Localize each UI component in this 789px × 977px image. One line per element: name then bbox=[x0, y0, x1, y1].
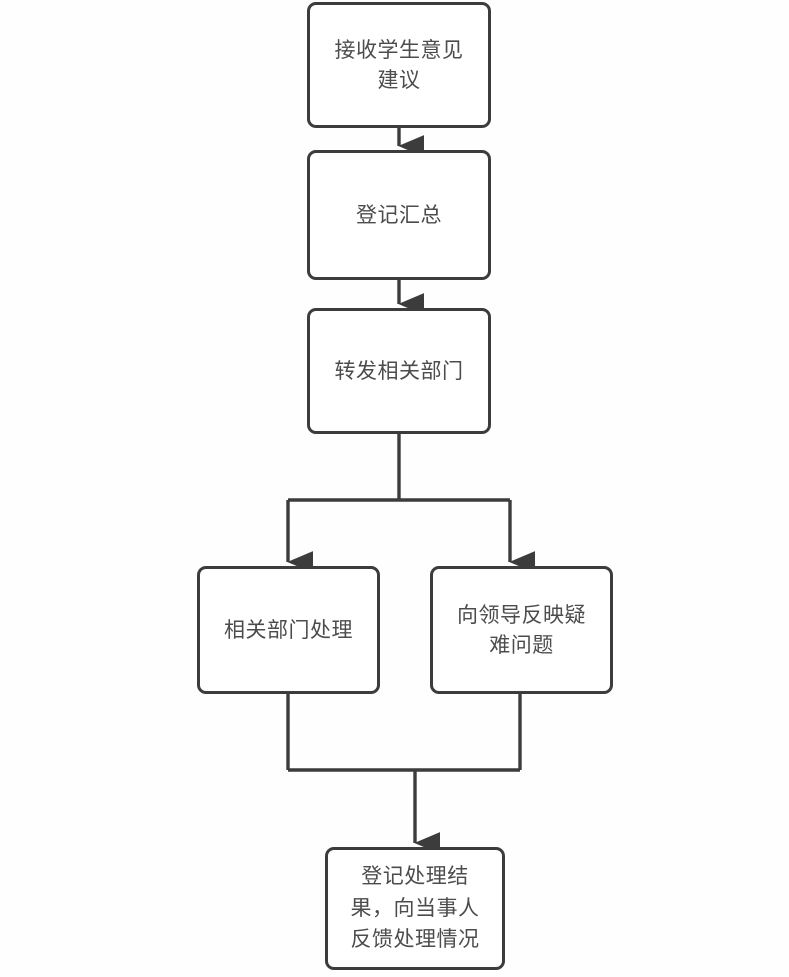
node-record-result-and-feedback[interactable]: 登记处理结果，向当事人反馈处理情况 bbox=[325, 847, 505, 970]
node-label: 登记处理结果，向当事人反馈处理情况 bbox=[350, 864, 480, 952]
node-label: 相关部门处理 bbox=[224, 617, 353, 642]
node-report-to-leadership[interactable]: 向领导反映疑难问题 bbox=[430, 566, 613, 694]
node-label: 接收学生意见建议 bbox=[334, 37, 464, 92]
node-label: 转发相关部门 bbox=[334, 358, 464, 383]
node-department-handling[interactable]: 相关部门处理 bbox=[197, 566, 380, 694]
node-label: 登记汇总 bbox=[356, 202, 442, 227]
node-receive-student-feedback[interactable]: 接收学生意见建议 bbox=[307, 2, 491, 128]
node-register-summary[interactable]: 登记汇总 bbox=[307, 150, 491, 280]
node-label: 向领导反映疑难问题 bbox=[457, 602, 586, 657]
node-forward-to-department[interactable]: 转发相关部门 bbox=[307, 308, 491, 434]
